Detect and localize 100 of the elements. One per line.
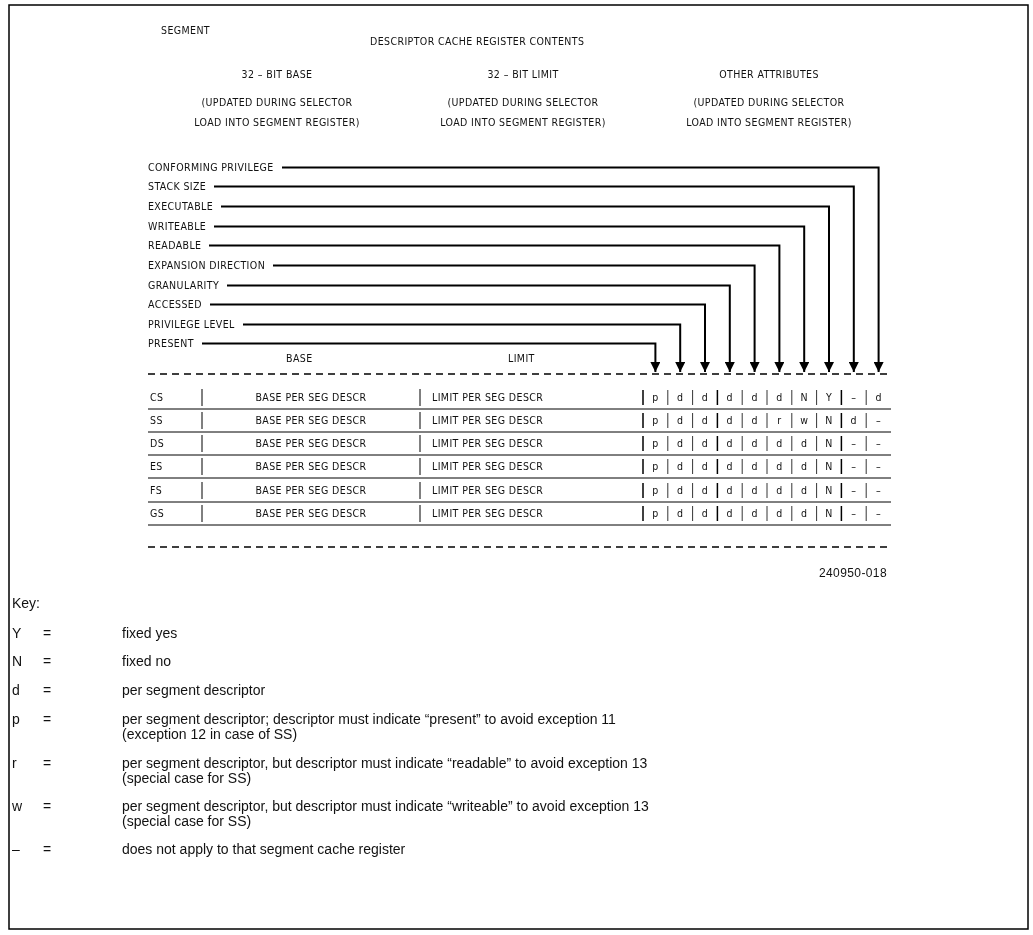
key-symbol: r <box>12 756 17 771</box>
table-cell-text: r <box>776 414 783 427</box>
equals-sign: = <box>43 683 52 698</box>
table-cell-text: d <box>676 414 685 427</box>
key-symbol: Y <box>12 626 22 641</box>
leader-arrow <box>281 166 884 373</box>
column-note: (UPDATED DURING SELECTOR LOAD INTO SEGMENT REGISTER) <box>685 95 853 130</box>
key-description: fixed no <box>122 654 173 669</box>
table-cell-text: p <box>651 437 660 450</box>
key-heading: Key: <box>12 596 40 611</box>
table-cell-text: – <box>850 507 858 520</box>
leader-arrow <box>242 323 686 373</box>
key-symbol: p <box>12 712 20 727</box>
table-cell: LIMIT PER SEG DESCR <box>432 437 544 450</box>
table-cell-text: d <box>676 391 685 404</box>
equals-sign: = <box>43 654 52 669</box>
table-cell-text: d <box>800 437 809 450</box>
segment-name: SS <box>150 414 163 427</box>
table-cell-text: d <box>800 507 809 520</box>
table-cell-text: N <box>824 507 834 520</box>
table-cell-text: d <box>700 507 710 520</box>
key-symbol: d <box>12 683 20 698</box>
table-cell-text: BASE PER SEG DESCR <box>254 484 368 497</box>
key-description: does not apply to that segment cache register <box>122 842 407 857</box>
table-cell-text: BASE PER SEG DESCR <box>254 507 368 520</box>
table-cell-text: d <box>725 507 734 520</box>
table-cell-text: d <box>775 391 784 404</box>
table-cell-text: d <box>700 484 710 497</box>
table-cell-text: N <box>824 437 834 450</box>
table-cell-text: – <box>850 437 858 450</box>
key-description: per segment descriptor, but descriptor must indicate “writeable” to avoid exception 13 (special case for SS) <box>122 799 650 829</box>
attribute-label: CONFORMING PRIVILEGE <box>148 161 274 174</box>
segment-name: FS <box>150 484 163 497</box>
table-cell-text: d <box>750 437 759 450</box>
column-heading: LIMIT <box>508 352 535 365</box>
table-cell: LIMIT PER SEG DESCR <box>432 414 544 427</box>
equals-sign: = <box>43 842 52 857</box>
table-cell-text: p <box>651 484 660 497</box>
key-symbol: – <box>12 842 20 857</box>
table-cell-text: N <box>799 391 809 404</box>
table-cell-text: BASE PER SEG DESCR <box>254 437 368 450</box>
table-cell-text: d <box>725 391 734 404</box>
table-cell-text: d <box>725 437 734 450</box>
table-cell-text: d <box>725 484 734 497</box>
column-note: (UPDATED DURING SELECTOR LOAD INTO SEGMENT REGISTER) <box>439 95 607 130</box>
leader-arrow <box>201 342 661 373</box>
table-cell-text: – <box>875 460 883 473</box>
table-cell-text: d <box>676 460 685 473</box>
table-cell-text: – <box>850 484 858 497</box>
column-heading: SEGMENT <box>161 24 211 37</box>
attribute-label: ACCESSED <box>148 298 202 311</box>
table-cell-text: d <box>750 484 759 497</box>
table-cell-text: d <box>849 414 858 427</box>
figure-number: 240950-018 <box>817 567 887 580</box>
segment-name: ES <box>150 460 163 473</box>
table-cell-text: d <box>874 391 883 404</box>
table-cell-text: N <box>824 484 834 497</box>
table-cell-text: d <box>775 507 784 520</box>
leader-arrow <box>272 264 760 373</box>
table-cell: LIMIT PER SEG DESCR <box>432 484 544 497</box>
segment-name: DS <box>150 437 165 450</box>
attribute-label: WRITEABLE <box>148 220 207 233</box>
table-cell-text: d <box>750 414 759 427</box>
table-cell-text: d <box>700 437 710 450</box>
table-cell-text: d <box>700 460 710 473</box>
table-cell-text: BASE PER SEG DESCR <box>254 414 368 427</box>
table-cell: LIMIT PER SEG DESCR <box>432 391 544 404</box>
key-symbol: N <box>12 654 23 669</box>
column-heading: BASE <box>286 352 313 365</box>
table-cell-text: d <box>750 507 759 520</box>
equals-sign: = <box>43 799 52 814</box>
segment-name: CS <box>150 391 164 404</box>
table-cell-text: w <box>799 414 810 427</box>
equals-sign: = <box>43 626 52 641</box>
key-description: per segment descriptor <box>122 683 267 698</box>
leader-arrow <box>213 225 810 373</box>
column-heading: 32 – BIT BASE <box>240 67 314 82</box>
table-cell-text: d <box>700 414 710 427</box>
column-note: (UPDATED DURING SELECTOR LOAD INTO SEGMENT REGISTER) <box>193 95 361 130</box>
table-cell-text: – <box>875 414 883 427</box>
table-cell-text: p <box>651 414 660 427</box>
attribute-label: PRESENT <box>148 337 194 350</box>
leader-arrow <box>209 303 710 373</box>
table-cell-text: Y <box>824 391 834 404</box>
table-cell-text: d <box>700 391 710 404</box>
table-cell-text: d <box>800 484 809 497</box>
table-cell-text: p <box>651 507 660 520</box>
table-cell-text: d <box>800 460 809 473</box>
table-cell-text: p <box>651 460 660 473</box>
table-cell-text: d <box>750 460 759 473</box>
table-cell-text: d <box>725 414 734 427</box>
column-heading: OTHER ATTRIBUTES <box>718 67 820 82</box>
table-cell-text: – <box>875 507 883 520</box>
attribute-label: EXECUTABLE <box>148 200 214 213</box>
table-cell-text: – <box>875 484 883 497</box>
leader-arrow <box>213 185 859 373</box>
table-cell-text: N <box>824 414 834 427</box>
segment-name: GS <box>150 507 165 520</box>
table-cell-text: d <box>676 437 685 450</box>
attribute-label: STACK SIZE <box>148 180 207 193</box>
